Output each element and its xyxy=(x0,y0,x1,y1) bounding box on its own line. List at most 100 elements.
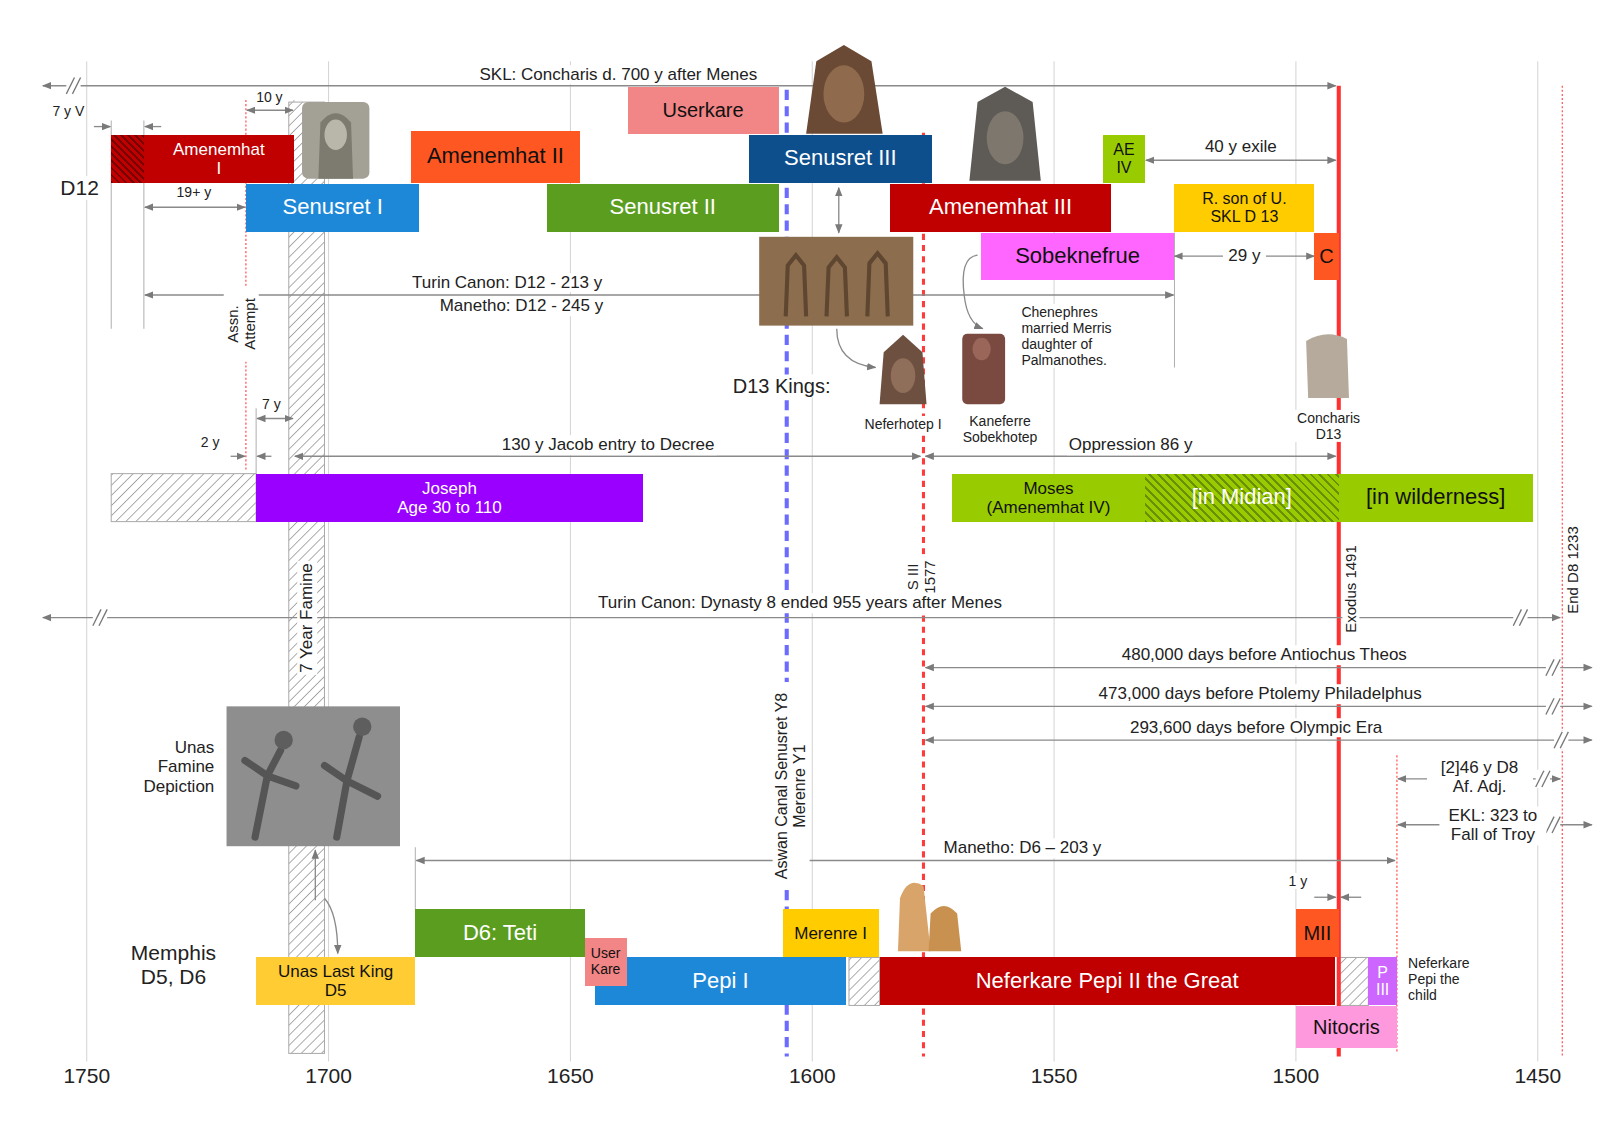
timeline-bar: [in Midian] xyxy=(1145,474,1339,522)
face xyxy=(972,338,990,360)
timeline-label: Exodus 1491 xyxy=(1342,543,1359,635)
span-arrow xyxy=(94,126,110,127)
axis-year: 1600 xyxy=(787,1064,838,1088)
timeline-label: 7 Year Famine xyxy=(297,561,317,675)
headdress xyxy=(806,45,883,134)
bar-label: Nitocris xyxy=(1313,1016,1380,1038)
break-gap xyxy=(1546,816,1560,834)
span-arrow xyxy=(926,706,1592,707)
timeline-label: 473,000 days before Ptolemy Philadelphus xyxy=(1097,684,1424,704)
timeline-label: 7 y V xyxy=(50,103,86,119)
tick-line xyxy=(415,847,416,909)
timeline-bar: R. son of U. SKL D 13 xyxy=(1174,184,1314,232)
break-gap xyxy=(1554,731,1568,749)
timeline-label: Assn. Attempt xyxy=(224,286,259,361)
timeline-bar: Neferkare Pepi II the Great xyxy=(880,957,1335,1005)
axis-year: 1650 xyxy=(545,1064,596,1088)
relief-figures xyxy=(786,253,888,316)
break-mark xyxy=(1554,731,1568,749)
leader-arrow xyxy=(324,898,337,953)
d8-line xyxy=(1562,86,1563,1057)
timeline-bar: Senusret III xyxy=(749,135,932,183)
relief-head xyxy=(353,718,371,736)
statue-photo xyxy=(962,334,1005,404)
bar-label: P III xyxy=(1371,964,1394,1000)
timeline-bar: User Kare xyxy=(585,938,627,986)
head-photo xyxy=(806,45,883,134)
axis-year: 1700 xyxy=(303,1064,354,1088)
bar-label: Pepi I xyxy=(692,969,748,994)
bar-label: [in Midian] xyxy=(1192,485,1292,510)
timeline-bar: Merenre I xyxy=(783,909,879,957)
timeline-label: Chenephres married Merris daughter of Pa… xyxy=(1019,304,1140,368)
timeline-label: SKL: Concharis d. 700 y after Menes xyxy=(477,65,759,85)
hatched-span xyxy=(1339,957,1369,1005)
leader-arrow xyxy=(315,850,316,900)
bar-label: Merenre I xyxy=(794,924,867,943)
hatched-span xyxy=(849,957,880,1005)
statue-child xyxy=(929,906,962,951)
timeline-label: 7 y xyxy=(260,396,283,412)
span-arrow xyxy=(1146,160,1336,161)
timeline-label: Aswan Canal Senusret Y8 Merenre Y1 xyxy=(772,682,809,890)
span-arrow xyxy=(1341,897,1361,898)
break-stroke xyxy=(1519,609,1527,625)
leader-arrow xyxy=(838,188,839,233)
bar-label: MII xyxy=(1303,922,1331,944)
stele-photo xyxy=(1306,334,1349,398)
break-gap xyxy=(93,608,107,626)
statue-photo xyxy=(302,102,369,179)
timeline-bar: C xyxy=(1314,233,1338,280)
head-photo xyxy=(969,87,1040,181)
break-mark xyxy=(1536,770,1550,788)
timeline-label: [2]46 y D8 Af. Adj. xyxy=(1427,758,1533,797)
timeline-label: Manetho: D6 – 203 y xyxy=(942,838,1104,858)
timeline-bar: MII xyxy=(1296,909,1339,957)
break-stroke xyxy=(1552,817,1560,833)
span-arrow xyxy=(257,418,293,419)
hatched-span xyxy=(111,474,256,522)
timeline-label: End D8 1233 xyxy=(1565,524,1582,616)
timeline-bar: Userkare xyxy=(628,87,779,134)
timeline-bar: [in wilderness] xyxy=(1339,474,1533,522)
head-photo xyxy=(880,335,927,404)
axis-year: 1450 xyxy=(1512,1064,1563,1088)
famine-relief-photo xyxy=(227,706,400,846)
timeline-label: 19+ y xyxy=(175,184,214,200)
stele-photo xyxy=(759,237,913,326)
statue-figure xyxy=(318,113,353,178)
timeline-bar: Unas Last King D5 xyxy=(256,957,415,1005)
grid-line xyxy=(1537,61,1538,1061)
bar-label: Senusret II xyxy=(610,195,716,220)
break-gap xyxy=(1546,658,1560,676)
span-arrow xyxy=(231,456,245,457)
bar-label: Userkare xyxy=(662,99,743,121)
famine-band xyxy=(289,102,325,1053)
leader-arrow xyxy=(837,329,876,368)
bar-label: Unas Last King D5 xyxy=(274,962,396,1000)
span-arrow xyxy=(43,617,1560,618)
break-stroke xyxy=(72,78,80,94)
face xyxy=(987,111,1024,164)
timeline-label: 130 y Jacob entry to Decree xyxy=(500,435,717,455)
timeline-label: D12 xyxy=(58,176,101,200)
timeline-label: D13 Kings: xyxy=(731,374,833,397)
stele xyxy=(1306,334,1349,398)
timeline-bar: Amenemhat III xyxy=(890,184,1111,232)
bar-label: Senusret I xyxy=(283,195,383,220)
timeline-bar: Senusret II xyxy=(547,184,779,232)
span-arrow xyxy=(247,110,293,111)
span-arrow xyxy=(257,456,271,457)
timeline-bar: Moses (Amenemhat IV) xyxy=(952,474,1145,522)
bar-label: Joseph xyxy=(422,479,477,498)
timeline-label: 480,000 days before Antiochus Theos xyxy=(1120,646,1409,666)
bar-label: Amenemhat II xyxy=(427,144,564,169)
timeline-label: 10 y xyxy=(254,89,284,105)
timeline-bar: JosephAge 30 to 110 xyxy=(256,474,643,522)
break-stroke xyxy=(1552,659,1560,675)
timeline-label: Oppression 86 y xyxy=(1067,435,1195,455)
span-arrow xyxy=(926,456,1336,457)
break-gap xyxy=(1546,697,1560,715)
bar-label: [in wilderness] xyxy=(1366,485,1505,510)
